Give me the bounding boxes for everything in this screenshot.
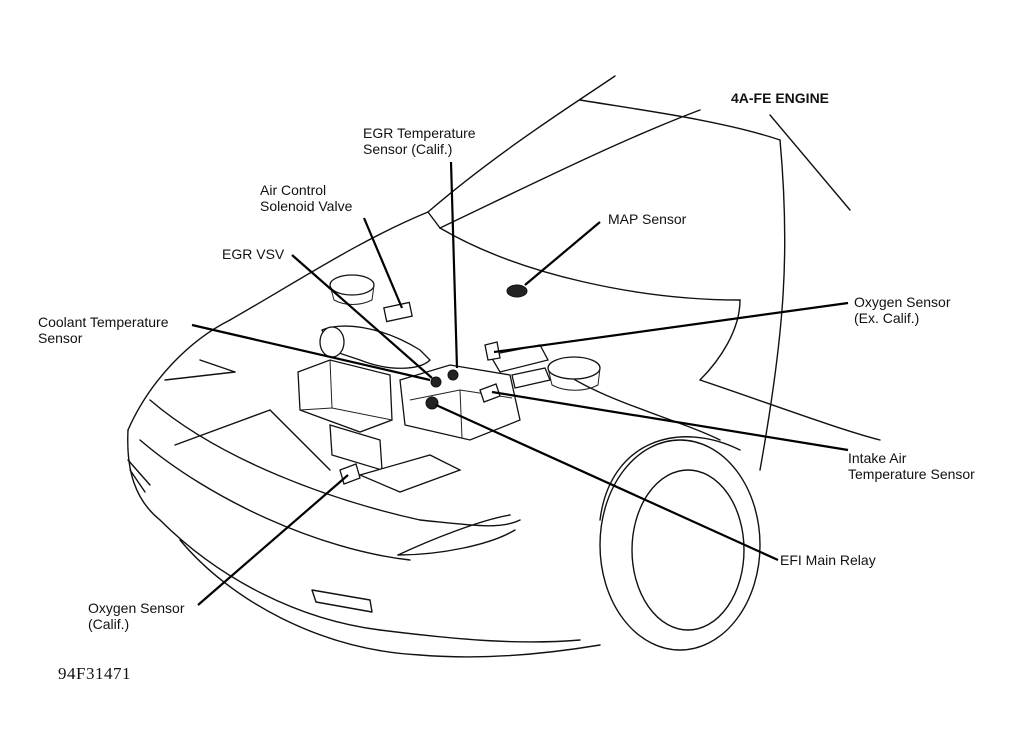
leader-map <box>524 221 601 286</box>
label-line: Sensor <box>38 330 83 346</box>
label-line: Coolant Temperature <box>38 314 169 330</box>
leader-coolant <box>191 323 431 382</box>
car-body-outline <box>127 75 881 658</box>
diagram-title: 4A-FE ENGINE <box>731 90 830 106</box>
label-oxygen-sensor-ex-calif: Oxygen Sensor (Ex. Calif.) <box>854 294 951 326</box>
label-air-control-solenoid-valve: Air Control Solenoid Valve <box>260 182 352 214</box>
leader-efi-relay <box>435 403 779 562</box>
figure-id: 94F31471 <box>58 664 131 683</box>
label-line: Oxygen Sensor <box>88 600 185 616</box>
label-line: Sensor (Calif.) <box>363 141 453 157</box>
front-wheel <box>599 436 761 651</box>
label-line: EGR VSV <box>222 246 285 262</box>
label-line: Intake Air <box>848 450 907 466</box>
engine-assembly <box>297 274 601 493</box>
label-intake-air-temperature-sensor: Intake Air Temperature Sensor <box>848 450 975 482</box>
label-egr-vsv: EGR VSV <box>222 246 284 262</box>
leader-oxygen-calif <box>197 474 349 606</box>
label-map-sensor: MAP Sensor <box>608 211 686 227</box>
label-line: MAP Sensor <box>608 211 687 227</box>
label-egr-temperature-sensor: EGR Temperature Sensor (Calif.) <box>363 125 476 157</box>
leader-air-control <box>362 217 404 309</box>
label-line: (Ex. Calif.) <box>854 310 920 326</box>
leader-oxygen-ex-calif <box>493 301 849 354</box>
label-line: Solenoid Valve <box>260 198 353 214</box>
label-line: EGR Temperature <box>363 125 476 141</box>
label-line: Air Control <box>260 182 327 198</box>
label-line: Oxygen Sensor <box>854 294 951 310</box>
label-line: Temperature Sensor <box>848 466 975 482</box>
label-oxygen-sensor-calif: Oxygen Sensor (Calif.) <box>88 600 185 632</box>
label-coolant-temperature-sensor: Coolant Temperature Sensor <box>38 314 168 346</box>
leader-egr-temp <box>449 161 459 369</box>
leader-intake-air <box>491 390 849 452</box>
label-line: (Calif.) <box>88 616 130 632</box>
label-line: EFI Main Relay <box>780 552 876 568</box>
leader-egr-vsv <box>291 254 433 379</box>
callout-leaders <box>191 161 849 606</box>
label-efi-main-relay: EFI Main Relay <box>780 552 876 568</box>
